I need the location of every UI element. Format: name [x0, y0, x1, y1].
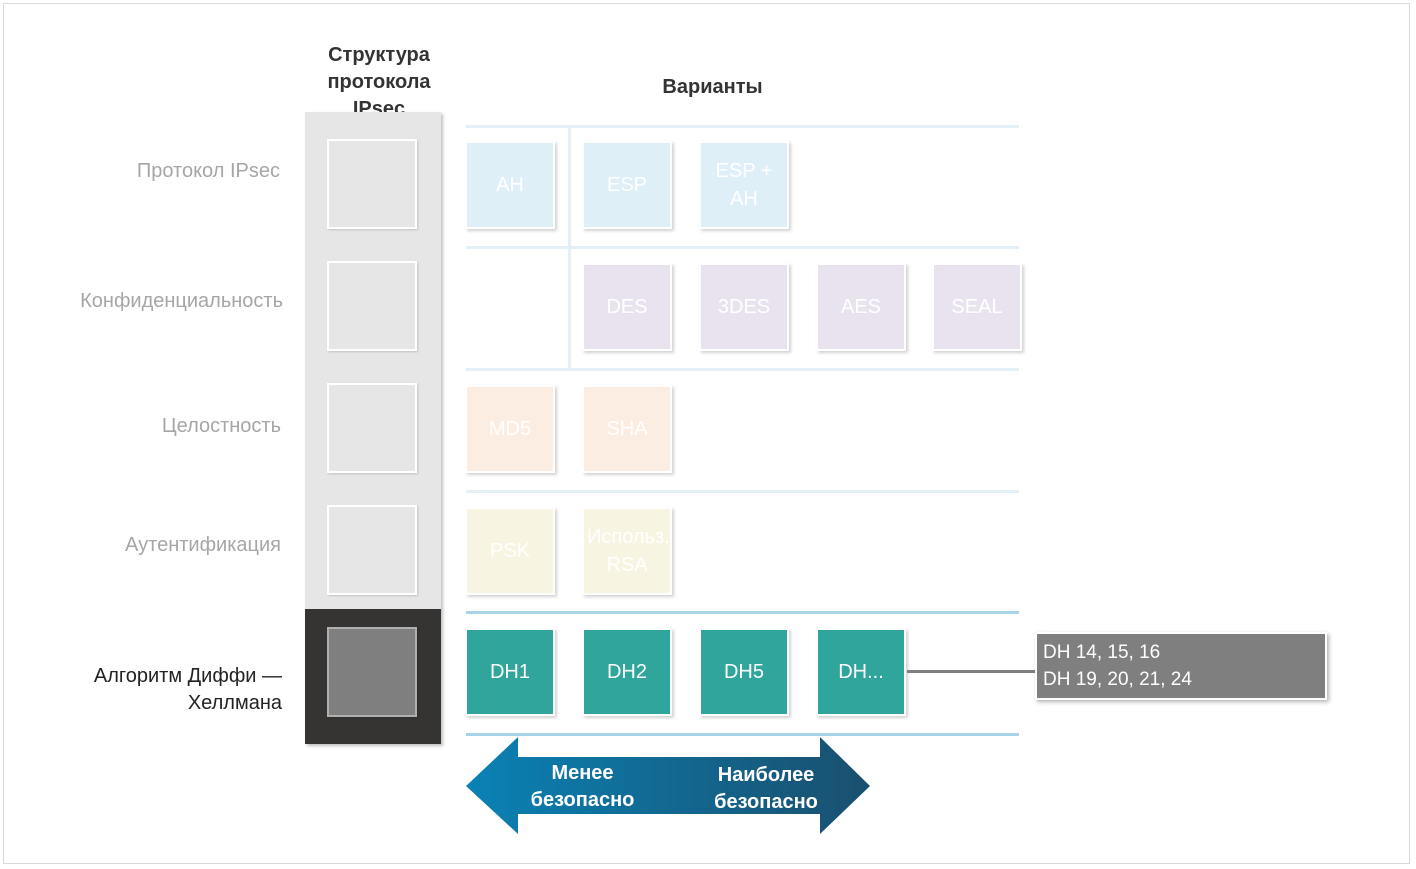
option-aes: AES — [816, 263, 906, 351]
row-label-authentication: Аутентификация — [125, 534, 281, 556]
dh-groups-line-2: DH 19, 20, 21, 24 — [1043, 669, 1192, 690]
arrow-label-most-secure: Наиболее безопасно — [714, 764, 818, 813]
dh-groups-callout: DH 14, 15, 16 DH 19, 20, 21, 24 — [1035, 632, 1327, 700]
slot-integrity — [327, 383, 417, 473]
option-sha: SHA — [582, 385, 672, 473]
grid-line — [466, 490, 1019, 493]
option-esp-ah: ESP + AH — [699, 141, 789, 229]
option-seal: SEAL — [932, 263, 1022, 351]
option-des: DES — [582, 263, 672, 351]
grid-line-active-top — [466, 611, 1019, 614]
arrow-label-less-secure: Менее безопасно — [530, 762, 635, 811]
dh-groups-line-1: DH 14, 15, 16 — [1043, 642, 1161, 663]
row-label-diffie-hellman: Алгоритм Диффи — Хеллмана — [93, 665, 282, 714]
grid-line — [466, 246, 1019, 249]
slot-protocol — [327, 139, 417, 229]
option-ah: AH — [465, 141, 555, 229]
grid-divider — [568, 128, 571, 368]
slot-authentication — [327, 505, 417, 595]
row-label-integrity: Целостность — [161, 415, 281, 437]
option-esp: ESP — [582, 141, 672, 229]
diagram-frame — [3, 3, 1410, 864]
option-dh1: DH1 — [465, 628, 555, 716]
option-dh-more: DH... — [816, 628, 906, 716]
option-md5: MD5 — [465, 385, 555, 473]
option-dh5: DH5 — [699, 628, 789, 716]
security-arrow — [466, 737, 870, 834]
callout-connector — [907, 670, 1035, 673]
row-label-protocol: Протокол IPsec — [136, 160, 280, 182]
grid-line-active-bottom — [466, 733, 1019, 736]
option-3des: 3DES — [699, 263, 789, 351]
option-dh2: DH2 — [582, 628, 672, 716]
grid-line — [466, 368, 1019, 371]
option-rsa: Использ. RSA — [582, 507, 672, 595]
option-psk: PSK — [465, 507, 555, 595]
security-arrow-shape — [466, 737, 870, 834]
grid-line — [466, 125, 1019, 128]
slot-confidentiality — [327, 261, 417, 351]
structure-title: Структура протокола IPsec — [327, 44, 431, 120]
options-title: Варианты — [662, 76, 763, 98]
row-label-confidentiality: Конфиденциальность — [80, 290, 283, 312]
slot-diffie-hellman — [327, 627, 417, 717]
